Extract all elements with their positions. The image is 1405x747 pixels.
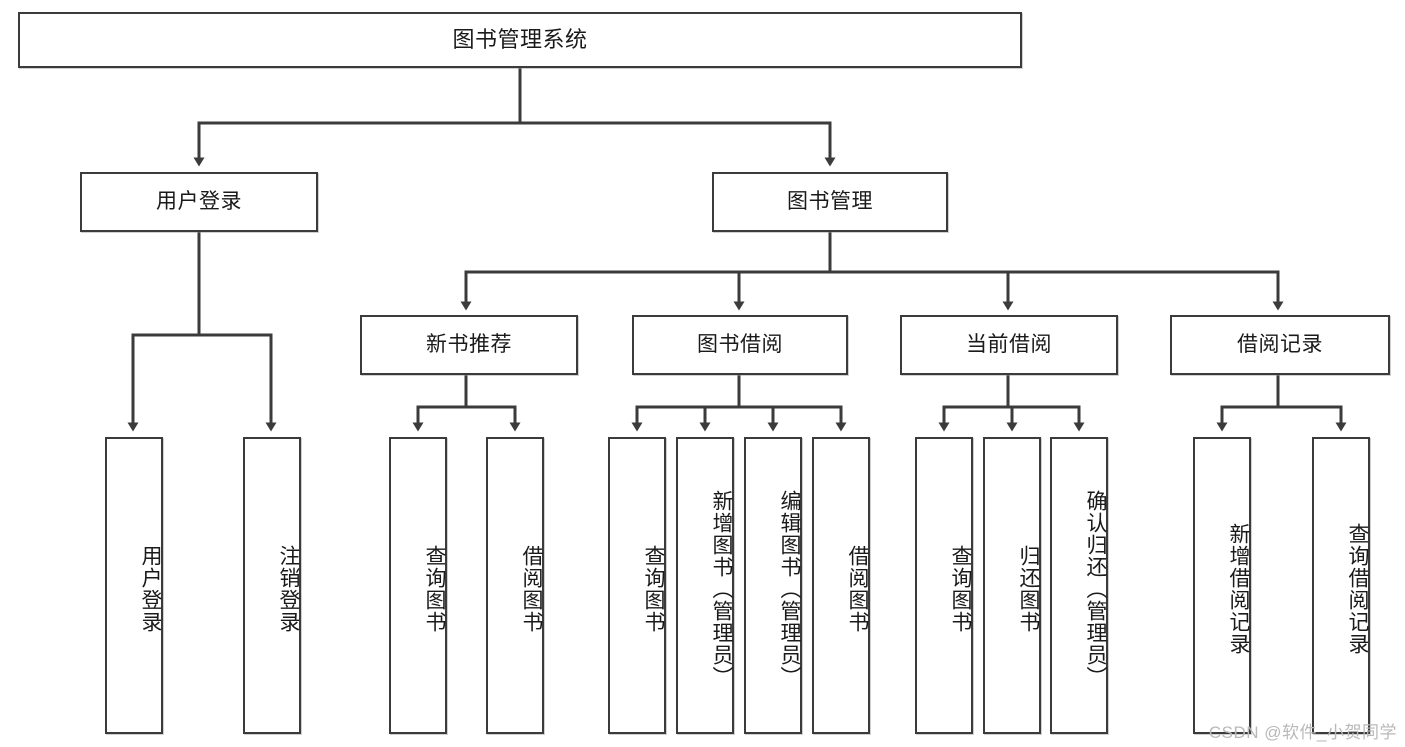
leaf-user-login-logout[interactable]: 注销登录 bbox=[243, 437, 301, 734]
node-label: 图书管理系统 bbox=[452, 26, 588, 52]
csdn-watermark: CSDN @软件_小贺同学 bbox=[1208, 723, 1397, 742]
node-book-management[interactable]: 图书管理 bbox=[712, 172, 948, 232]
leaf-new-book-borrow[interactable]: 借阅图书 bbox=[486, 437, 544, 734]
node-label: 查询图书 bbox=[949, 544, 972, 633]
leaf-user-login-login[interactable]: 用户登录 bbox=[105, 437, 163, 734]
leaf-borrow-edit-book-admin[interactable]: 编辑图书（管理员） bbox=[744, 437, 802, 734]
node-label: 查询图书 bbox=[642, 544, 665, 633]
node-label: 新增图书（管理员） bbox=[710, 489, 733, 688]
node-label: 借阅图书 bbox=[520, 544, 543, 633]
node-label: 借阅图书 bbox=[846, 544, 869, 633]
leaf-new-book-query[interactable]: 查询图书 bbox=[389, 437, 447, 734]
node-label: 图书借阅 bbox=[697, 333, 783, 357]
node-label: 借阅记录 bbox=[1237, 333, 1323, 357]
node-label: 归还图书 bbox=[1017, 544, 1040, 633]
leaf-record-add-record[interactable]: 新增借阅记录 bbox=[1193, 437, 1251, 734]
leaf-record-query-record[interactable]: 查询借阅记录 bbox=[1312, 437, 1370, 734]
node-label: 图书管理 bbox=[787, 190, 873, 214]
node-label: 查询借阅记录 bbox=[1346, 522, 1369, 655]
leaf-current-query-book[interactable]: 查询图书 bbox=[915, 437, 973, 734]
leaf-borrow-add-book-admin[interactable]: 新增图书（管理员） bbox=[676, 437, 734, 734]
node-user-login[interactable]: 用户登录 bbox=[80, 172, 318, 232]
node-book-borrow[interactable]: 图书借阅 bbox=[632, 315, 848, 375]
node-label: 当前借阅 bbox=[966, 333, 1052, 357]
leaf-borrow-borrow-book[interactable]: 借阅图书 bbox=[812, 437, 870, 734]
leaf-current-confirm-return-admin[interactable]: 确认归还（管理员） bbox=[1050, 437, 1108, 734]
node-label: 确认归还（管理员） bbox=[1084, 489, 1107, 688]
node-current-borrow[interactable]: 当前借阅 bbox=[900, 315, 1118, 375]
node-new-book-recommend[interactable]: 新书推荐 bbox=[360, 315, 578, 375]
node-label: 新书推荐 bbox=[426, 333, 512, 357]
node-label: 用户登录 bbox=[156, 190, 242, 214]
node-label: 编辑图书（管理员） bbox=[778, 489, 801, 688]
node-label: 注销登录 bbox=[277, 544, 300, 633]
node-label: 用户登录 bbox=[139, 544, 162, 633]
node-borrow-record[interactable]: 借阅记录 bbox=[1170, 315, 1390, 375]
node-label: 查询图书 bbox=[423, 544, 446, 633]
node-label: 新增借阅记录 bbox=[1227, 522, 1250, 655]
node-root-book-management-system[interactable]: 图书管理系统 bbox=[18, 12, 1022, 68]
leaf-current-return-book[interactable]: 归还图书 bbox=[983, 437, 1041, 734]
leaf-borrow-query-book[interactable]: 查询图书 bbox=[608, 437, 666, 734]
